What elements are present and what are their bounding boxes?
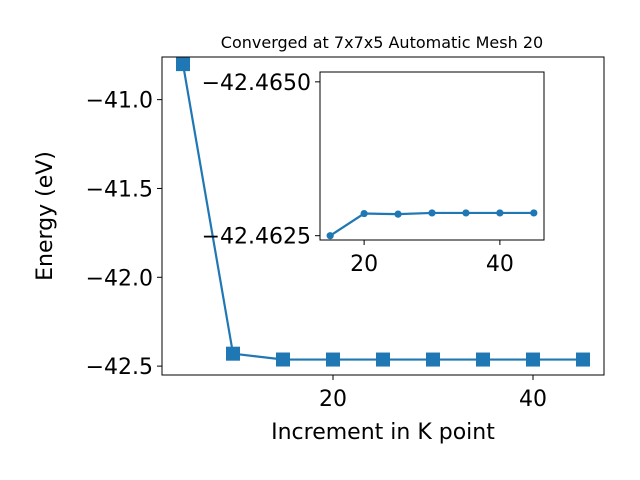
main-data-point-7 (526, 352, 540, 367)
main-x-tick-label-0: 20 (319, 387, 347, 412)
inset-x-tick-label-1: 40 (486, 252, 514, 277)
inset-y-tick-label-0: −42.4650 (202, 71, 311, 96)
inset-data-point-6 (530, 209, 538, 217)
inset-plot: 20 40 −42.4650 −42.4625 (202, 71, 545, 277)
main-y-tick-label-2: −42.0 (86, 266, 153, 291)
inset-x-tick-label-0: 20 (350, 252, 378, 277)
inset-data-point-3 (428, 209, 436, 217)
inset-data-point-2 (394, 210, 402, 218)
main-data-point-4 (376, 352, 390, 367)
main-y-tick-label-1: −41.5 (86, 177, 153, 202)
main-data-point-5 (426, 352, 440, 367)
main-y-axis-label: Energy (eV) (33, 151, 58, 281)
main-data-point-0 (176, 57, 190, 72)
inset-data-point-0 (326, 232, 334, 240)
main-y-tick-label-0: −41.0 (86, 89, 153, 114)
main-y-tick-label-3: −42.5 (86, 355, 153, 380)
main-data-point-1 (226, 346, 240, 361)
inset-axes-frame (319, 71, 545, 241)
inset-data-point-1 (360, 209, 368, 218)
inset-data-point-4 (462, 209, 470, 217)
main-data-point-2 (276, 352, 290, 367)
main-axes-frame (161, 56, 605, 376)
main-data-point-6 (476, 352, 490, 367)
main-data-point-8 (576, 352, 590, 367)
inset-y-tick-label-1: −42.4625 (202, 225, 311, 250)
main-data-point-3 (326, 352, 340, 367)
main-x-axis-label: Increment in K point (271, 420, 495, 445)
main-x-tick-label-1: 40 (519, 387, 547, 412)
chart-title: Converged at 7x7x5 Automatic Mesh 20 (221, 33, 543, 52)
inset-data-point-5 (496, 209, 504, 217)
